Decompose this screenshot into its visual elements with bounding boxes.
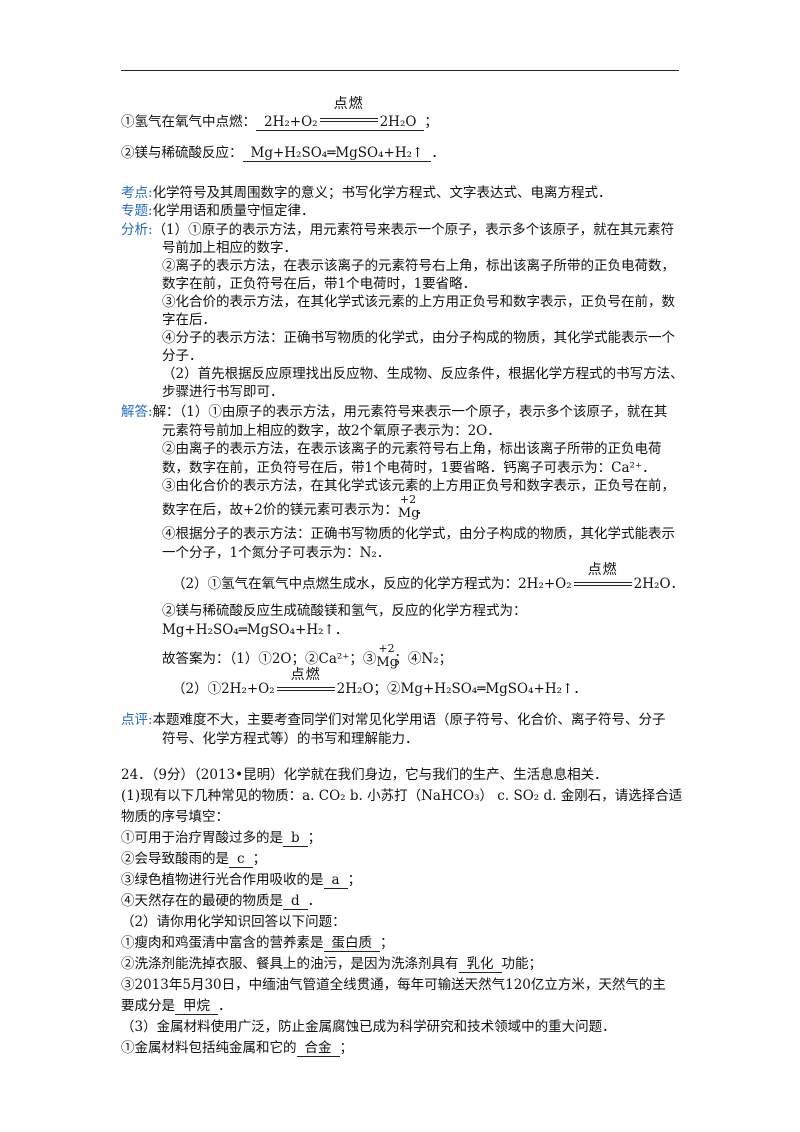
answer-blank: 甲烷 [175,998,218,1015]
q24-line: 物质的序号填空： [121,809,229,825]
answer-blank: 合金 [296,1040,340,1057]
dianping-line: 符号、化学方程式等）的书写和理解能力． [162,731,419,747]
reaction-arrow: 点燃 [318,96,380,130]
fenxi-line: 分析:（1）①原子的表示方法，用元素符号来表示一个原子，表示多个该原子，就在其元… [121,222,675,238]
q24-line: ①瘦肉和鸡蛋清中富含的营养素是蛋白质； [121,935,394,952]
fenxi-line: ③化合价的表示方法，在其化学式该元素的上方用正负号和数字表示，正负号在前，数 [162,294,675,310]
q24-line: （2）请你用化学知识回答以下问题： [121,914,346,930]
answer-blank: a [323,872,348,889]
reaction-arrow: 点燃 [275,667,337,699]
fenxi-line: ②离子的表示方法，在表示该离子的元素符号右上角，标出该离子所带的正负电荷数， [162,258,675,274]
jieda-line: 解答:解：（1）①由原子的表示方法，用元素符号来表示一个原子，表示多个该原子，就… [121,404,668,420]
answer-blank: b [283,830,308,847]
jieda-line: ②镁与稀硫酸反应生成硫酸镁和氢气，反应的化学方程式为： [162,603,527,619]
q24-line: ②洗涤剂能洗掉衣服、餐具上的油污，是因为洗涤剂具有乳化功能； [121,956,542,973]
jieda-line: ②由离子的表示方法，在表示该离子的元素符号右上角，标出该离子所带的正负电荷 [162,441,662,457]
fenxi-line: 数字在前，正负符号在后，带1个电荷时，1要省略． [162,276,477,292]
q24-line: ③2013年5月30日，中缅油气管道全线贯通，每年可输送天然气120亿立方米，天… [121,977,666,993]
q24-line: ①金属材料包括纯金属和它的合金； [121,1040,353,1057]
fenxi-line: 分子． [162,348,203,364]
jieda-line: 一个分子，1个氮分子可表示为：N₂． [162,545,391,561]
answer-blank: c [229,851,253,868]
question-24-title: 24．（9分）（2013•昆明）化学就在我们身边，它与我们的生产、生活息息相关． [121,767,608,783]
jieda-line: ④根据分子的表示方法：正确书写物质的化学式，由分子构成的物质，其化学式能表示 [162,526,675,542]
dianping-line: 点评:本题难度不大，主要考查同学们对常见化学用语（原子符号、化合价、离子符号、分… [121,712,666,728]
jieda-line: Mg+H₂SO₄═MgSO₄+H₂↑． [162,622,349,638]
fenxi-line: （2）首先根据反应原理找出反应物、生成物、反应条件，根据化学方程式的书写方法、 [162,366,684,382]
q24-line: (1)现有以下几种常见的物质：a. CO₂ b. 小苏打（NaHCO₃） c. … [121,788,683,804]
answer-line-2: ②镁与稀硫酸反应：Mg+H₂SO₄═MgSO₄+H₂↑． [121,145,445,162]
answer-blank: 蛋白质 [323,935,380,952]
fenxi-line: 号前加上相应的数字． [162,240,297,256]
zhuanti-line: 专题:化学用语和质量守恒定律． [121,203,315,219]
jieda-line: ③由化合价的表示方法，在其化学式该元素的上方用正负号和数字表示，正负号在前， [162,478,675,494]
fenxi-line: 字在后． [162,312,216,328]
fenxi-line: 步骤进行书写即可． [162,384,284,400]
q24-line: 要成分是甲烷． [121,998,232,1015]
kaodian-line: 考点:化学符号及其周围数字的意义；书写化学方程式、文字表达式、电离方程式． [121,185,612,201]
header-rule [121,70,679,71]
answer-blank: 乳化 [458,956,502,973]
answer-equation-2: Mg+H₂SO₄═MgSO₄+H₂↑ [242,145,432,162]
jieda-line: 数，数字在前，正负符号在后，带1个电荷时，1要省略．钙离子可表示为：Ca²⁺． [162,460,656,476]
q24-line: （3）金属材料使用广泛，防止金属腐蚀已成为科学研究和技术领域中的重大问题． [121,1019,616,1035]
reaction-arrow: 点燃 [572,562,634,594]
answer-blank: d [283,893,308,910]
jieda-line: 元素符号前加上相应的数字，故2个氧原子表示为：2O． [162,423,501,439]
fenxi-line: ④分子的表示方法：正确书写物质的化学式，由分子构成的物质，其化学式能表示一个 [162,330,675,346]
